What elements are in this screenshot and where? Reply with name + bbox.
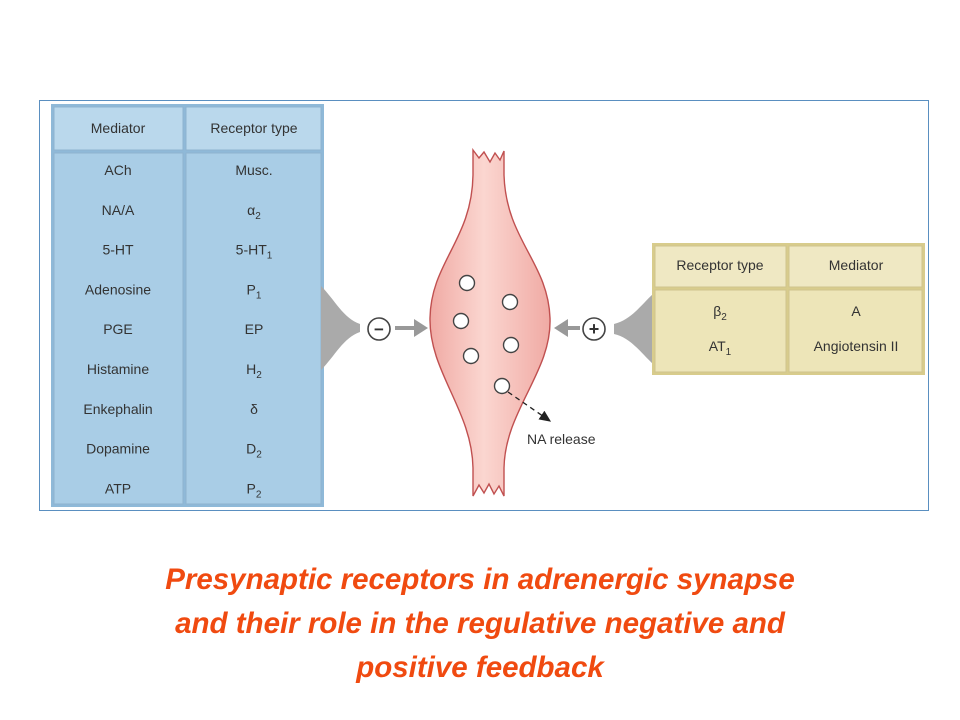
mediator-cell: 5-HT bbox=[102, 242, 134, 258]
left-header-mediator: Mediator bbox=[91, 120, 146, 136]
receptor-type-cell: δ bbox=[250, 401, 258, 417]
receptor-type-cell: β2 bbox=[713, 303, 727, 323]
receptor-name: δ bbox=[250, 401, 258, 417]
mediator-cell: PGE bbox=[103, 321, 133, 337]
right-header-mediator: Mediator bbox=[829, 257, 884, 273]
caption-line-3: positive feedback bbox=[356, 651, 604, 684]
vesicle bbox=[502, 336, 520, 354]
caption-line-1: Presynaptic receptors in adrenergic syna… bbox=[165, 563, 795, 596]
right-body-mediator-cell bbox=[788, 289, 923, 373]
receptor-subscript: 1 bbox=[256, 290, 262, 301]
receptor-type-cell: P1 bbox=[247, 281, 262, 301]
receptor-type-cell: AT1 bbox=[709, 338, 732, 358]
receptor-subscript: 1 bbox=[726, 347, 732, 358]
mediator-cell: Enkephalin bbox=[83, 401, 152, 417]
receptor-subscript: 1 bbox=[267, 251, 273, 262]
receptor-name: Musc. bbox=[235, 162, 272, 178]
receptor-subscript: 2 bbox=[256, 450, 262, 461]
positive-symbol: + bbox=[589, 319, 600, 339]
receptor-subscript: 2 bbox=[256, 370, 262, 381]
mediator-cell: Angiotensin II bbox=[814, 338, 899, 354]
mediator-cell: NA/A bbox=[102, 202, 135, 218]
right-table-rows: β2 A AT1 Angiotensin II bbox=[709, 303, 899, 358]
mediator-cell: Dopamine bbox=[86, 441, 150, 457]
vesicle bbox=[493, 377, 511, 395]
vesicles bbox=[452, 274, 520, 395]
receptor-name: P bbox=[247, 480, 256, 496]
receptor-name: β bbox=[713, 303, 721, 319]
receptor-subscript: 2 bbox=[256, 489, 262, 500]
negative-symbol-circle bbox=[367, 317, 391, 341]
caption-line-2: and their role in the regulative negativ… bbox=[175, 607, 785, 640]
presynaptic-terminal bbox=[429, 147, 551, 497]
vesicle bbox=[501, 293, 519, 311]
vesicle bbox=[458, 274, 476, 292]
receptor-subscript: 2 bbox=[721, 312, 727, 323]
negative-arrow-head bbox=[414, 319, 428, 337]
vesicle bbox=[462, 347, 480, 365]
negative-feedback-wedge bbox=[321, 286, 360, 370]
receptor-name: EP bbox=[245, 321, 264, 337]
receptor-name: 5-HT bbox=[236, 242, 268, 258]
left-body-mediator-cell bbox=[53, 152, 184, 505]
receptor-name: AT bbox=[709, 338, 726, 354]
receptor-name: P bbox=[247, 281, 256, 297]
right-header-mediator-cell bbox=[788, 245, 923, 288]
receptor-type-cell: EP bbox=[245, 321, 264, 337]
left-header-receptor-type: Receptor type bbox=[210, 120, 297, 136]
left-header-mediator-cell bbox=[53, 106, 184, 151]
receptor-type-cell: α2 bbox=[247, 202, 261, 222]
negative-symbol: − bbox=[374, 320, 384, 339]
right-header-receptor-cell bbox=[654, 245, 787, 288]
positive-feedback-wedge bbox=[614, 293, 654, 365]
mediator-cell: ACh bbox=[104, 162, 131, 178]
receptor-name: H bbox=[246, 361, 256, 377]
receptor-type-cell: H2 bbox=[246, 361, 262, 381]
na-release-label: NA release bbox=[527, 431, 596, 447]
positive-arrow-head bbox=[554, 319, 568, 337]
mediator-cell: A bbox=[851, 303, 861, 319]
right-receptor-table: Receptor type Mediator β2 A AT1 Angiotensin… bbox=[652, 243, 925, 375]
slide-caption: Presynaptic receptors in adrenergic syna… bbox=[0, 558, 960, 690]
receptor-name: D bbox=[246, 441, 256, 457]
left-body-receptor-cell bbox=[185, 152, 322, 505]
right-header-receptor-type: Receptor type bbox=[676, 257, 763, 273]
mediator-cell: ATP bbox=[105, 480, 131, 496]
receptor-type-cell: P2 bbox=[247, 480, 262, 500]
receptor-type-cell: Musc. bbox=[235, 162, 272, 178]
mediator-cell: Histamine bbox=[87, 361, 149, 377]
left-header-receptor-cell bbox=[185, 106, 322, 151]
receptor-subscript: 2 bbox=[255, 211, 261, 222]
mediator-cell: Adenosine bbox=[85, 281, 151, 297]
receptor-name: α bbox=[247, 202, 255, 218]
receptor-type-cell: 5-HT1 bbox=[236, 242, 273, 262]
vesicle bbox=[452, 312, 470, 330]
receptor-type-cell: D2 bbox=[246, 441, 262, 461]
positive-symbol-circle bbox=[582, 317, 606, 341]
right-body-receptor-cell bbox=[654, 289, 787, 373]
